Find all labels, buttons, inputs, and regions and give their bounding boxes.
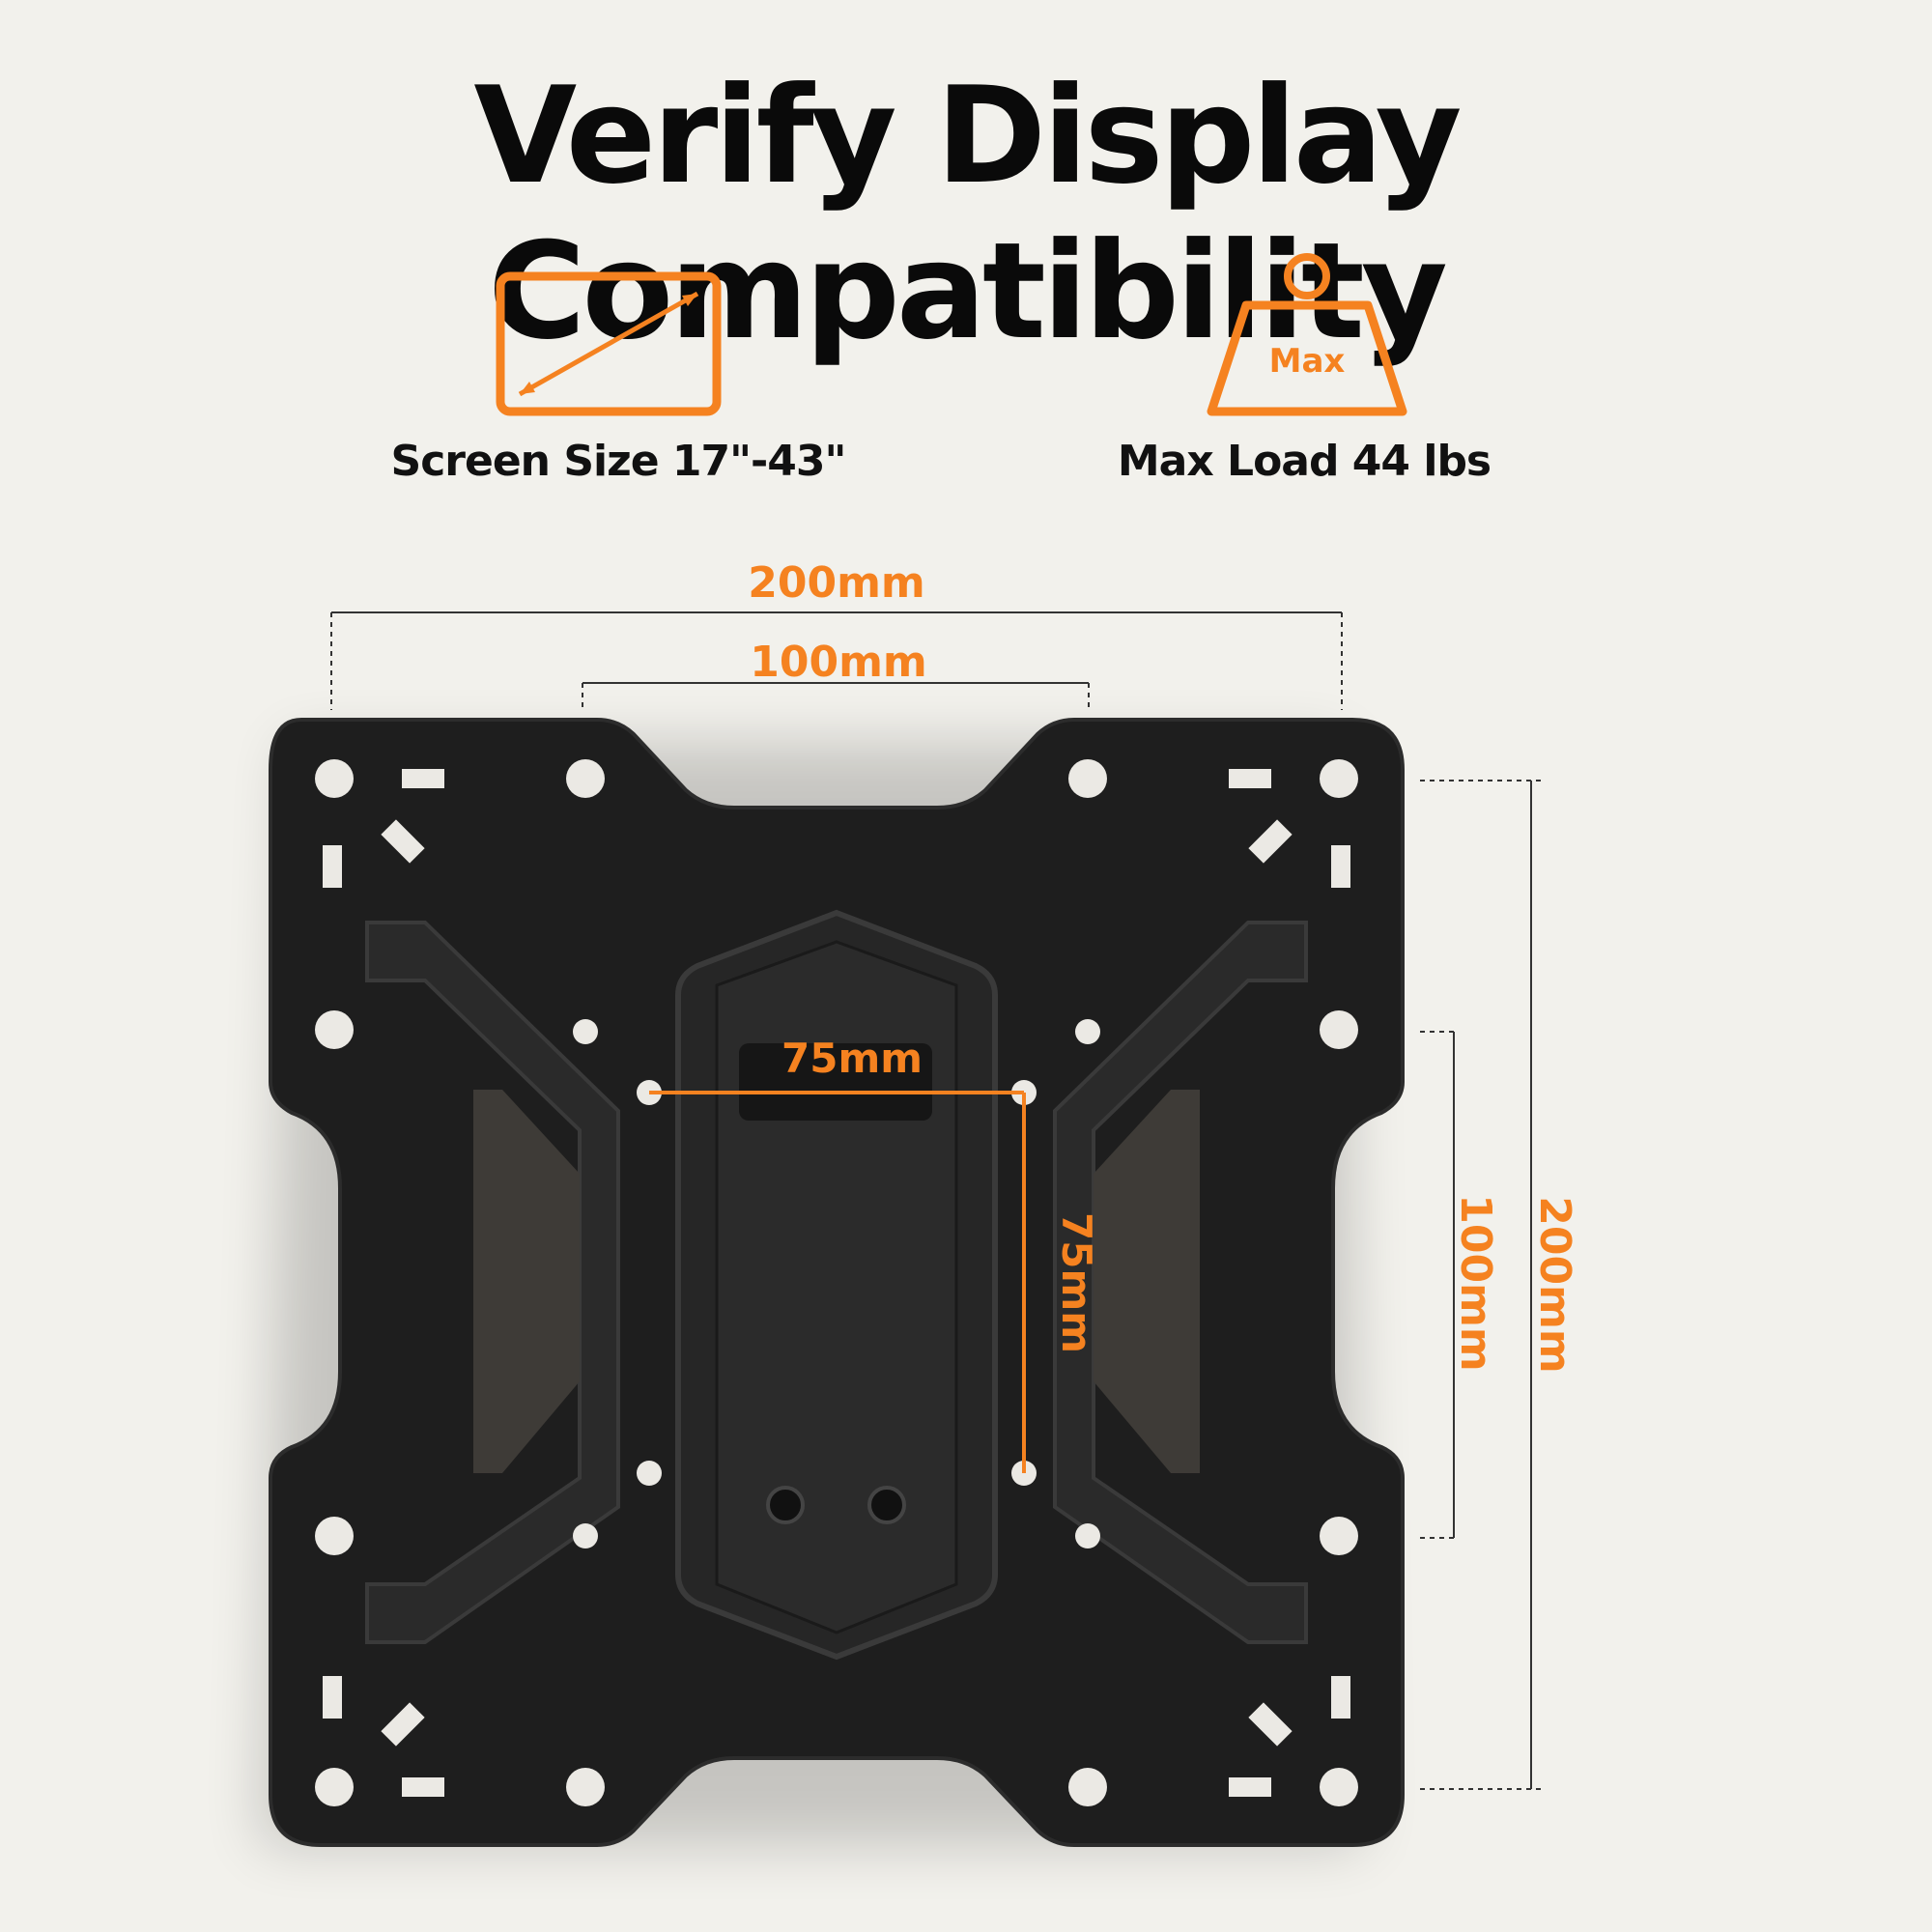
mounting-holes [315,759,1358,1806]
screen-diagonal-icon [495,270,723,421]
screen-size-label: Screen Size 17"-43" [390,437,847,486]
dimension-top-outer-label: 200mm [748,558,925,608]
dimension-right-outer-label: 200mm [1530,1196,1579,1374]
page-title: Verify Display Compatibility [473,58,1462,369]
dimension-top-outer: 200mm [330,558,1343,710]
max-load-label: Max Load 44 lbs [1117,437,1492,486]
dimension-right-inner-label: 100mm [1451,1194,1500,1372]
weight-icon: Max [1206,251,1408,425]
dimension-center-horizontal-label: 75mm [781,1035,923,1082]
dimension-top-inner-label: 100mm [750,638,927,687]
mounting-plate [269,718,1405,1847]
weight-icon-label: Max [1269,342,1346,381]
dimension-top-inner: 100mm [582,638,1090,712]
dimension-right-inner: 100mm [1420,1031,1500,1539]
dimension-right-outer: 200mm [1420,780,1579,1790]
dimension-center-vertical-label: 75mm [1053,1212,1100,1353]
dimension-center: 75mm 75mm [649,1035,1100,1473]
